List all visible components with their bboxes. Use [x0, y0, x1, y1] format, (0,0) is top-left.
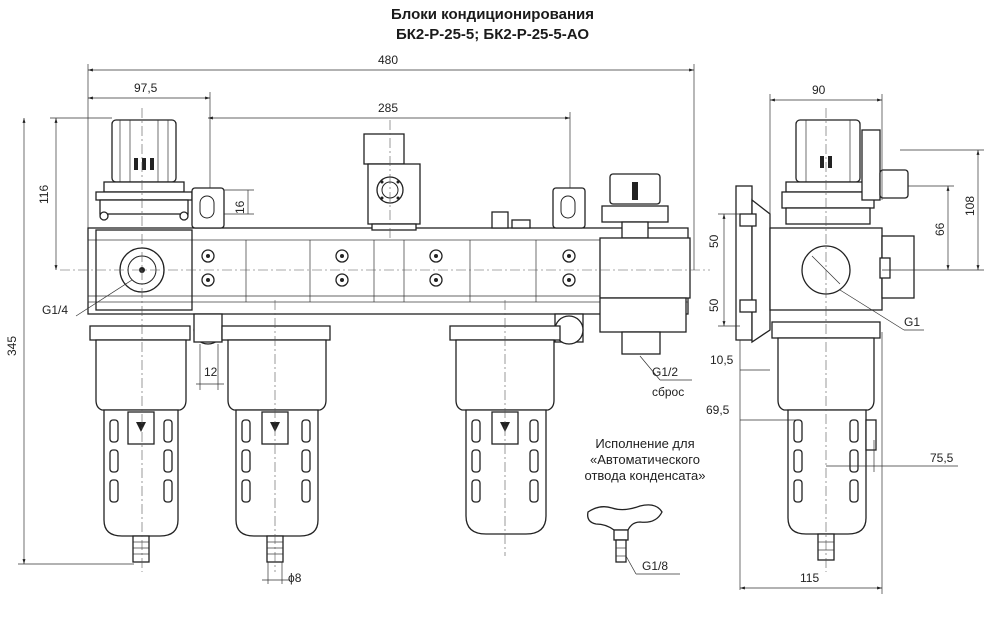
filter-bowl-2: [221, 325, 331, 563]
drawing-title-line-1: Блоки кондиционирования: [390, 6, 595, 23]
note-line-3: отвода конденсата»: [584, 468, 706, 483]
wall-bracket: [735, 185, 753, 341]
label-sbros: сброс: [652, 385, 684, 399]
dim-50-upper: 50: [707, 234, 721, 248]
dim-90: 90: [812, 83, 826, 97]
filter-bowl-1: [89, 325, 191, 563]
thread-g1-4: G1/4: [42, 303, 68, 317]
note-line-2: «Автоматического: [590, 452, 700, 467]
thread-g1-8: G1/8: [642, 559, 668, 573]
dim-16: 16: [233, 200, 247, 214]
regulator-knob: [95, 119, 193, 221]
dimension-lines: [18, 64, 984, 594]
dim-75-5: 75,5: [930, 451, 954, 465]
fitting: [491, 211, 509, 229]
dim-12: 12: [204, 365, 218, 379]
dim-66: 66: [933, 222, 947, 236]
thread-g1: G1: [904, 315, 920, 329]
note-line-1: Исполнение для: [595, 436, 695, 451]
side-regulator-knob: [781, 119, 875, 225]
dim-108: 108: [963, 196, 977, 216]
manifold-body: [87, 227, 689, 315]
dim-345: 345: [5, 336, 19, 356]
clamp-screws: [201, 249, 576, 287]
front-view: [60, 108, 710, 572]
side-view: [735, 108, 915, 572]
dimension-texts: 480 97,5 285 90 12 ϕ8 10,5 69,5 75,5 115…: [5, 53, 977, 585]
left-bracket: [191, 187, 225, 345]
solenoid-valve: [363, 133, 421, 231]
side-gauge: [861, 129, 881, 201]
drain-valve-block: [599, 173, 691, 355]
auto-drain-note: Исполнение для «Автоматического отвода к…: [560, 436, 730, 484]
dim-285: 285: [378, 101, 398, 115]
dim-phi8: ϕ8: [288, 571, 302, 585]
dim-116: 116: [37, 185, 51, 204]
thread-g1-2: G1/2: [652, 365, 678, 379]
auto-drain-detail: [587, 504, 663, 563]
dim-480: 480: [378, 53, 398, 67]
dim-69-5: 69,5: [706, 403, 730, 417]
dim-10-5: 10,5: [710, 353, 734, 367]
dim-115: 115: [800, 571, 819, 585]
dim-97-5: 97,5: [134, 81, 158, 95]
drawing-title-line-2: БК2-Р-25-5; БК2-Р-25-5-АО: [395, 26, 590, 43]
dim-50-lower: 50: [707, 298, 721, 312]
